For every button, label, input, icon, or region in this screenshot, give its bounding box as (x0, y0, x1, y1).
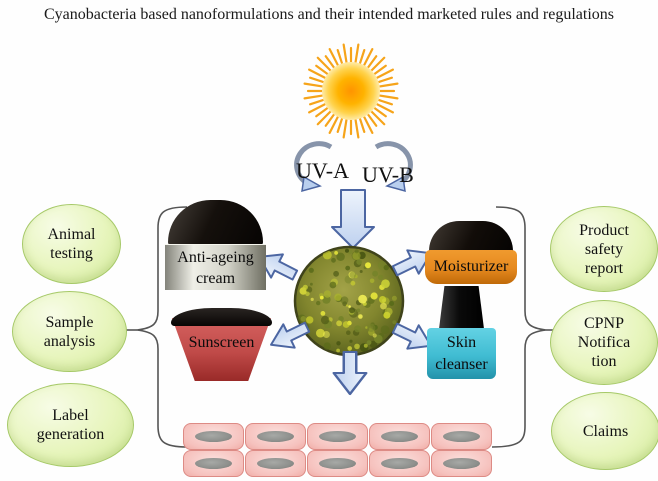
cell-nucleus (443, 458, 480, 469)
skin-cell (307, 423, 368, 450)
uvb-curved-arrow-icon (374, 141, 413, 193)
cell-nucleus (381, 458, 418, 469)
sun-rays (303, 43, 399, 139)
skin-cell-row (183, 423, 492, 450)
label-line: Sample (45, 313, 94, 331)
regulation-product-safety-report: Product safety report (550, 206, 658, 292)
label-line: Animal (47, 226, 96, 243)
skin-cell (431, 450, 492, 477)
sunscreen-lid (171, 308, 272, 326)
cell-nucleus (319, 431, 356, 442)
skin-cell (245, 450, 306, 477)
skin-cell (307, 450, 368, 477)
skin-cell (183, 423, 244, 450)
anti-ageing-jar: Anti-ageing cream (165, 244, 266, 290)
regulation-cpnp-notification: CPNP Notifica tion (550, 300, 658, 385)
label-line: Product (579, 221, 629, 239)
cell-nucleus (381, 431, 418, 442)
product-label: cleanser (435, 355, 488, 373)
skin-cell (369, 450, 430, 477)
moisturizer-jar: Moisturizer (425, 250, 517, 284)
label-line: analysis (43, 332, 96, 350)
label-line: Notifica (577, 334, 631, 351)
uva-curved-arrow-icon (294, 141, 333, 193)
skin-cell-row (183, 450, 492, 477)
microscopy-image (293, 245, 405, 357)
cell-nucleus (257, 458, 294, 469)
product-label: Skin (446, 333, 477, 351)
label-line: tion (591, 353, 617, 370)
label-line: Claims (582, 422, 629, 440)
skin-cell (245, 423, 306, 450)
regulation-claims: Claims (551, 392, 658, 470)
skin-cell (369, 423, 430, 450)
product-label: Moisturizer (433, 258, 509, 275)
label-line: Label (52, 407, 89, 424)
skin-cleanser-cap (439, 286, 484, 329)
moisturizer-jar-lid (429, 221, 513, 254)
label-line: CPNP (583, 315, 625, 332)
label-line: report (584, 259, 624, 277)
product-label: Anti-ageing (177, 248, 254, 266)
product-label: Sunscreen (188, 334, 255, 351)
uv-down-arrow-icon (331, 189, 375, 249)
skin-cell (431, 423, 492, 450)
diagram-title: Cyanobacteria based nanoformulations and… (43, 6, 615, 23)
arrow-to-skin-icon (332, 350, 368, 396)
cell-nucleus (195, 458, 232, 469)
uvb-label: UV-B (362, 162, 414, 187)
cell-nucleus (443, 431, 480, 442)
product-label: cream (195, 269, 236, 287)
label-line: generation (36, 426, 105, 443)
regulation-label-generation: Label generation (7, 383, 134, 467)
regulation-animal-testing: Animal testing (22, 204, 121, 284)
regulation-sample-analysis: Sample analysis (12, 291, 127, 372)
cell-nucleus (257, 431, 294, 442)
cell-nucleus (195, 431, 232, 442)
sun-core (322, 62, 380, 120)
skin-cell (183, 450, 244, 477)
cell-nucleus (319, 458, 356, 469)
sun-icon (303, 43, 399, 139)
label-line: safety (584, 240, 624, 258)
uva-label: UV-A (296, 158, 349, 183)
label-line: testing (50, 245, 93, 262)
skin-cleanser-bottle: Skin cleanser (427, 328, 496, 379)
